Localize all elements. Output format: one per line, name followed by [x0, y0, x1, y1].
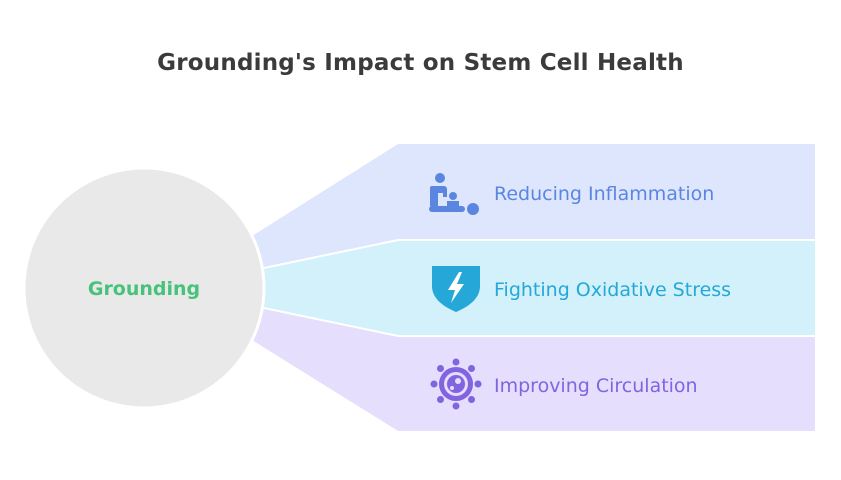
hub-label: Grounding	[88, 278, 200, 300]
band-separator	[263, 307, 815, 337]
massage-therapy-icon	[429, 173, 479, 215]
branch-band-reducing-inflammation	[252, 144, 815, 268]
band-separator	[263, 239, 815, 269]
diagram-title: Grounding's Impact on Stem Cell Health	[157, 50, 684, 76]
shield-bolt-icon	[432, 266, 480, 312]
virus-cell-icon	[430, 358, 482, 410]
branch-label-improving-circulation: Improving Circulation	[494, 375, 698, 397]
branch-label-fighting-oxidative-stress: Fighting Oxidative Stress	[494, 279, 731, 301]
branch-band-fighting-oxidative-stress	[264, 240, 815, 336]
branch-band-improving-circulation	[252, 308, 815, 431]
branch-label-reducing-inflammation: Reducing Inflammation	[494, 183, 714, 205]
hub-circle	[22, 166, 266, 410]
